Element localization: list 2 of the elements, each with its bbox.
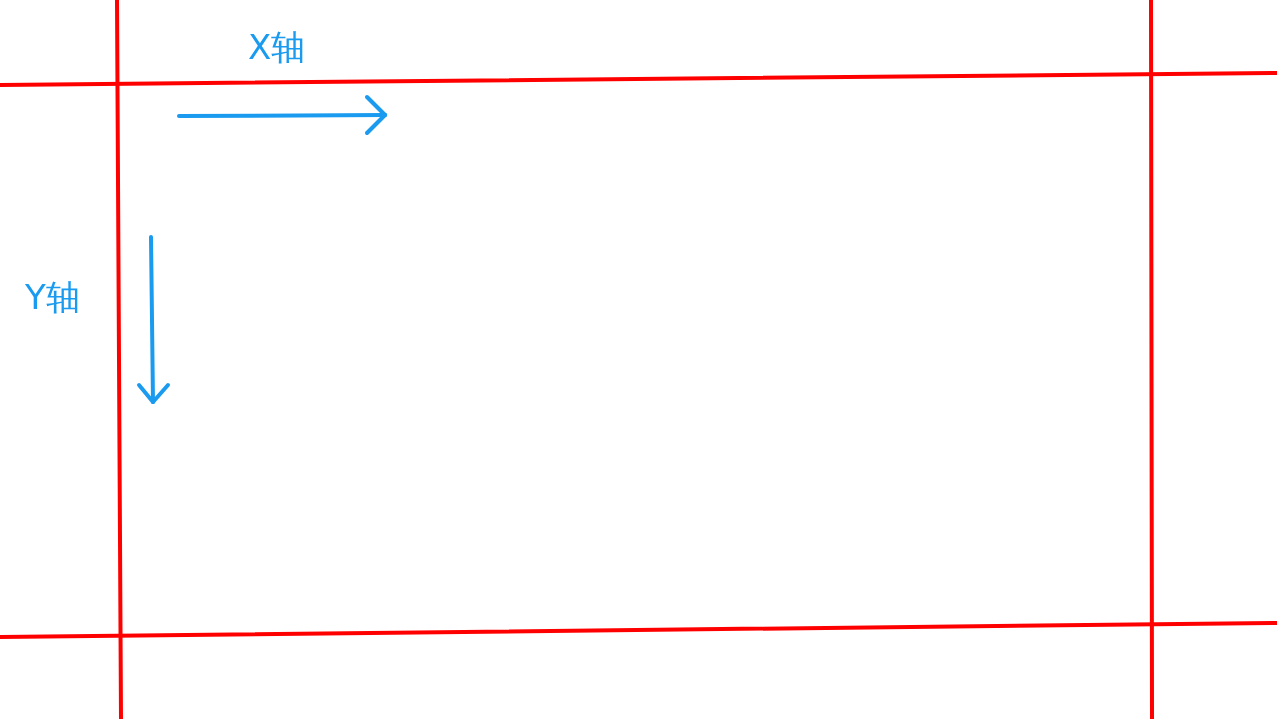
axis-label: Y轴 [25,280,80,314]
axis-label: X轴 [248,30,306,64]
